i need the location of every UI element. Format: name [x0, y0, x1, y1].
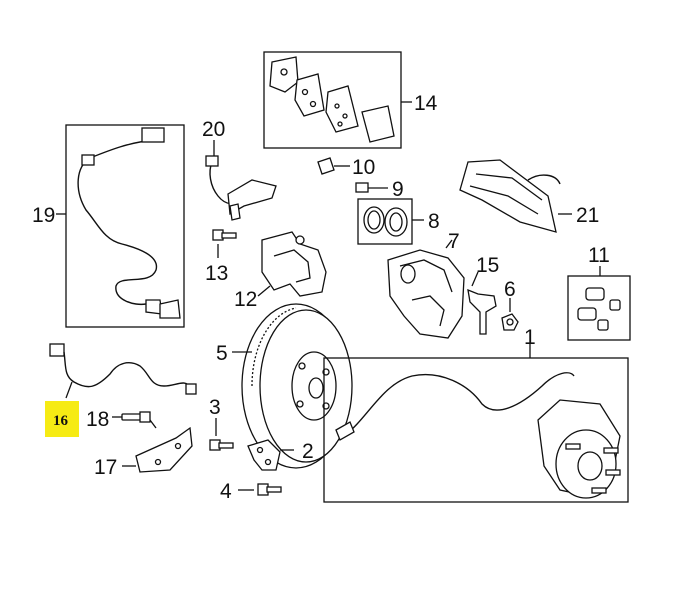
callout-15[interactable]: 15: [476, 254, 499, 277]
part-7-caliper[interactable]: [387, 249, 465, 339]
part-4-bolt[interactable]: [257, 483, 282, 496]
part-5-brake-rotor[interactable]: [241, 303, 353, 469]
part-11-guide-pin-kit[interactable]: [567, 275, 631, 341]
callout-16-highlight[interactable]: 16: [45, 401, 79, 437]
callout-8[interactable]: 8: [428, 210, 440, 233]
part-1-hub-assembly[interactable]: [323, 357, 629, 503]
callout-4[interactable]: 4: [220, 480, 232, 503]
callout-18[interactable]: 18: [86, 408, 109, 431]
callout-12[interactable]: 12: [234, 288, 257, 311]
callout-20[interactable]: 20: [202, 118, 225, 141]
part-14-brake-pads[interactable]: [263, 51, 402, 149]
part-16-sensor-harness[interactable]: [49, 343, 197, 395]
callout-2[interactable]: 2: [302, 440, 314, 463]
part-19-abs-sensor[interactable]: [65, 124, 185, 328]
callout-16[interactable]: 16: [53, 413, 69, 429]
callout-1[interactable]: 1: [524, 326, 536, 349]
callout-21[interactable]: 21: [576, 204, 599, 227]
callout-9[interactable]: 9: [392, 178, 404, 201]
part-21-splash-shield[interactable]: [459, 159, 561, 233]
part-2-bracket-plate[interactable]: [247, 439, 281, 471]
part-15-wear-sensor[interactable]: [467, 288, 497, 335]
part-3-bolt[interactable]: [209, 439, 234, 451]
callout-13[interactable]: 13: [205, 262, 228, 285]
part-9-bleeder[interactable]: [355, 182, 369, 193]
callout-19[interactable]: 19: [32, 204, 55, 227]
callout-3[interactable]: 3: [209, 396, 221, 419]
highlight-box: [45, 401, 79, 437]
callout-10[interactable]: 10: [352, 156, 375, 179]
part-10-clip[interactable]: [317, 157, 335, 175]
part-17-bracket[interactable]: [135, 426, 193, 473]
part-6-nut[interactable]: [501, 313, 519, 331]
part-8-seal-kit[interactable]: [357, 198, 413, 245]
callout-7[interactable]: 7: [448, 230, 460, 253]
part-18-stud[interactable]: [121, 411, 157, 429]
callout-5[interactable]: 5: [216, 342, 228, 365]
callout-17[interactable]: 17: [94, 456, 117, 479]
callout-14[interactable]: 14: [414, 92, 438, 115]
part-13-bolt[interactable]: [212, 229, 237, 241]
part-20-sensor-bracket[interactable]: [205, 155, 277, 221]
callout-11[interactable]: 11: [588, 244, 610, 267]
callout-6[interactable]: 6: [504, 278, 516, 301]
part-12-caliper-bracket[interactable]: [261, 231, 327, 297]
